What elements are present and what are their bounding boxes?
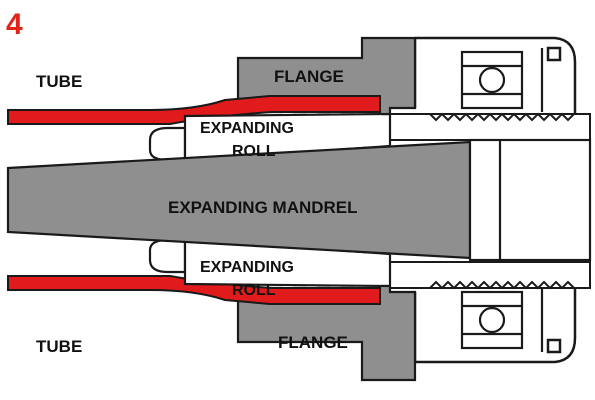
tube-label-top: TUBE — [36, 72, 82, 91]
threaded-sleeve-bottom — [389, 261, 591, 290]
mandrel-label: EXPANDING MANDREL — [168, 198, 358, 217]
bearing-top — [460, 48, 544, 112]
bearing-bottom — [460, 288, 544, 352]
mandrel-drive-head — [468, 138, 592, 262]
roll-label-top-line1: EXPANDING — [200, 120, 294, 137]
roll-label-top-line2: ROLL — [232, 143, 276, 160]
tube-label-bottom: TUBE — [36, 337, 82, 356]
roll-label-bottom-line1: EXPANDING — [200, 259, 294, 276]
flange-label-bottom: FLANGE — [278, 333, 348, 352]
step-number: 4 — [6, 8, 23, 41]
roll-label-bottom-line2: ROLL — [232, 282, 276, 299]
threaded-sleeve-top — [389, 112, 591, 141]
flange-label-top: FLANGE — [274, 67, 344, 86]
